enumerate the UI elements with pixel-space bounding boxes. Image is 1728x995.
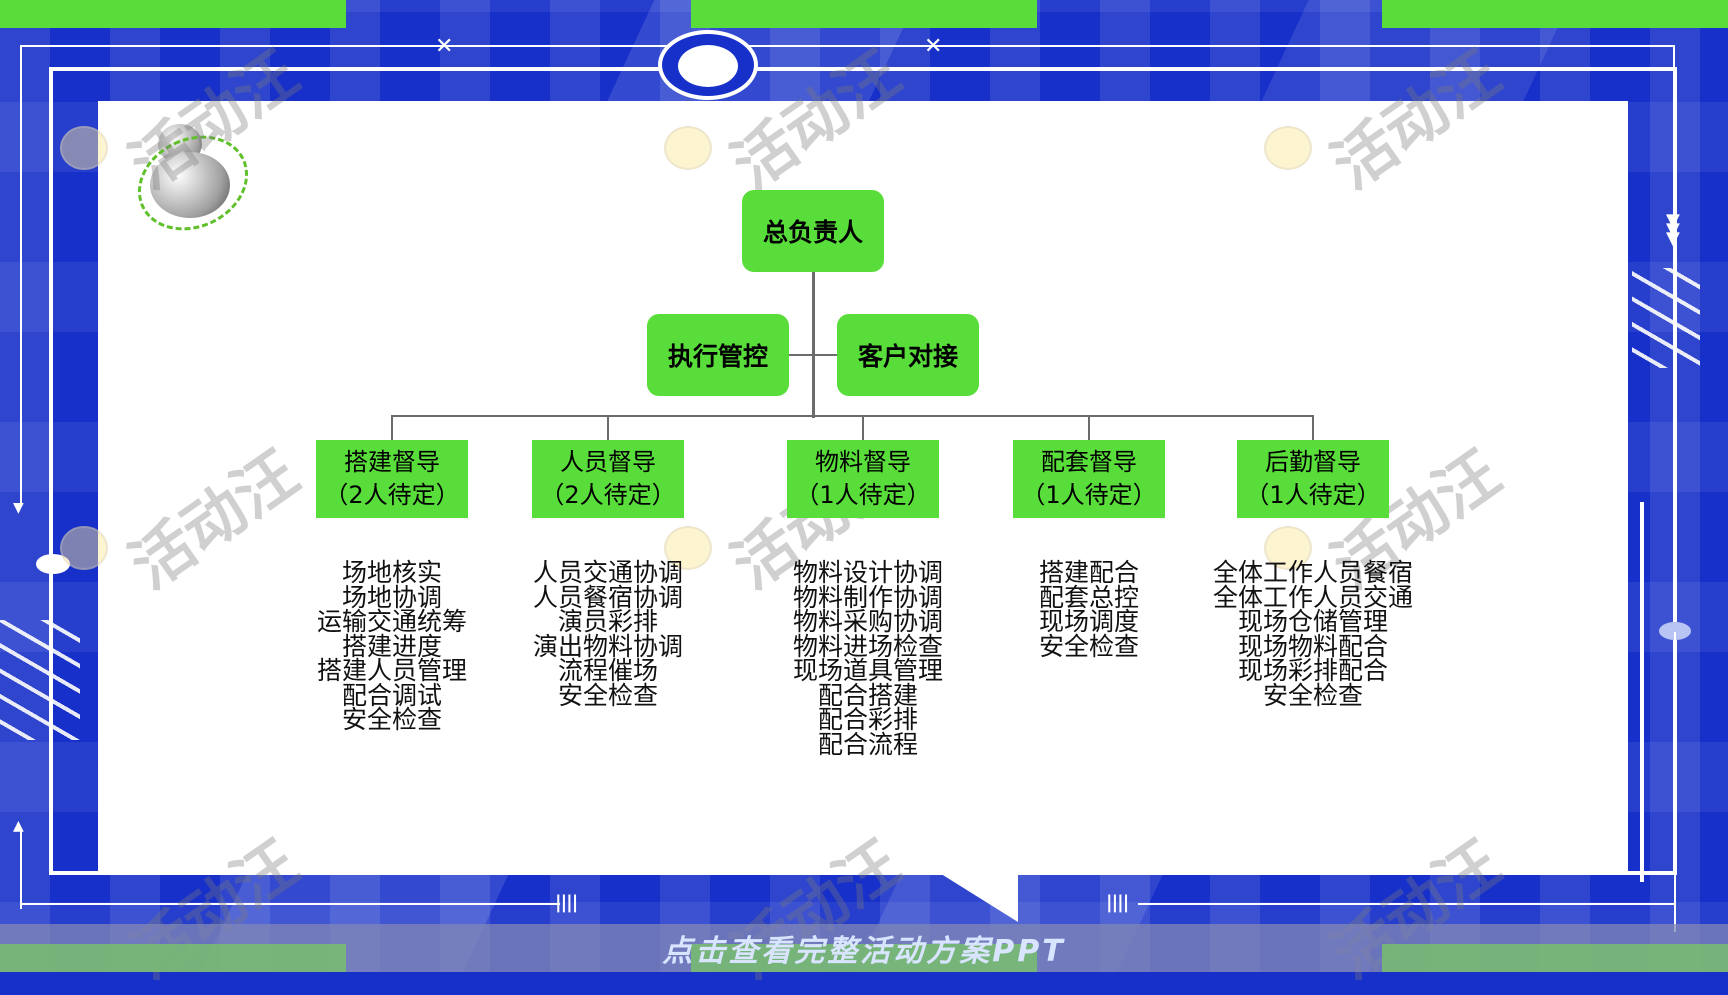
watermark-mascot-icon: [664, 526, 712, 570]
connector-drop: [1088, 415, 1090, 440]
node-title: 搭建督导: [344, 448, 440, 476]
connector-trunk: [812, 272, 815, 418]
duty-item: 场地核实: [341, 558, 442, 587]
connector-assistants: [789, 354, 837, 356]
watermark-mascot-icon: [1264, 526, 1312, 570]
watermark-mascot-icon: [60, 126, 108, 170]
top-green-bar-left: [0, 0, 346, 28]
watermark-mascot-icon: [664, 126, 712, 170]
duty-item: 搭建人员管理: [316, 656, 467, 685]
tick-marks-left: ||||: [555, 892, 578, 913]
outer-frame-bottom-line-left: [20, 903, 560, 905]
node-label: 总负责人: [762, 218, 863, 247]
node-label: 执行管控: [667, 342, 768, 371]
connector-drop: [391, 415, 393, 440]
duty-list-support: 搭建配合 配套总控 现场调度 安全检查: [969, 558, 1209, 661]
rubber-duck-sticker: [122, 118, 264, 248]
top-green-bar-center: [691, 0, 1037, 28]
inner-frame-border: [49, 67, 1677, 875]
outer-frame-left-line: [20, 45, 22, 505]
connector-drop: [607, 415, 609, 440]
node-label: 客户对接: [857, 342, 958, 371]
duty-item: 配合彩排: [817, 705, 918, 734]
duty-item: 演员彩排: [557, 607, 658, 636]
node-logistics-supervisor[interactable]: 后勤督导 （1人待定）: [1237, 440, 1389, 518]
duty-item: 现场道具管理: [792, 656, 943, 685]
duty-list-construction: 场地核实 场地协调 运输交通统筹 搭建进度 搭建人员管理 配合调试 安全检查: [272, 558, 512, 734]
node-title: 人员督导: [560, 448, 656, 476]
node-staff: （1人待定）: [1021, 481, 1157, 509]
node-personnel-supervisor[interactable]: 人员督导 （2人待定）: [532, 440, 684, 518]
connector-drop: [1312, 415, 1314, 440]
duty-list-materials: 物料设计协调 物料制作协调 物料采购协调 物料进场检查 现场道具管理 配合搭建 …: [748, 558, 988, 759]
footer-green-bar-center: [691, 944, 1037, 972]
duty-item: 人员餐宿协调: [532, 582, 683, 612]
node-title: 后勤督导: [1265, 448, 1361, 476]
node-client-liaison[interactable]: 客户对接: [837, 314, 979, 396]
connector-horizontal: [391, 415, 1313, 417]
duty-item: 现场彩排配合: [1237, 656, 1388, 685]
duty-list-logistics: 全体工作人员餐宿 全体工作人员交通 现场仓储管理 现场物料配合 现场彩排配合 安…: [1193, 558, 1433, 710]
duty-item: 配合搭建: [817, 680, 918, 710]
duty-item: 全体工作人员交通: [1212, 582, 1413, 612]
right-inner-vertical-line: [1640, 502, 1644, 882]
ring-ornament: [658, 30, 758, 100]
duty-item: 全体工作人员餐宿: [1212, 558, 1413, 587]
node-staff: （2人待定）: [540, 481, 676, 509]
outer-frame-left-bottom-line: [20, 829, 22, 909]
duty-item: 安全检查: [1038, 631, 1139, 661]
node-staff: （1人待定）: [1245, 481, 1381, 509]
duty-item: 搭建进度: [341, 631, 442, 661]
duty-item: 运输交通统筹: [316, 607, 467, 636]
arrow-up-icon: ▲: [13, 818, 24, 834]
duty-item: 配套总控: [1038, 582, 1139, 612]
connector-drop: [862, 415, 864, 440]
cross-mark-icon: ✕: [435, 34, 454, 59]
duty-item: 场地协调: [341, 582, 442, 612]
duty-item: 配合流程: [817, 729, 918, 759]
node-materials-supervisor[interactable]: 物料督导 （1人待定）: [787, 440, 939, 518]
duty-item: 搭建配合: [1038, 558, 1139, 587]
footer-green-bar-right: [1382, 944, 1728, 972]
left-oval-ornament: [36, 554, 70, 574]
tick-marks-right: ||||: [1106, 892, 1129, 913]
outer-frame-top-line: [20, 45, 1675, 47]
node-construction-supervisor[interactable]: 搭建督导 （2人待定）: [316, 440, 468, 518]
duty-item: 安全检查: [1262, 680, 1363, 710]
duty-item: 安全检查: [557, 680, 658, 710]
cross-mark-icon: ✕: [924, 34, 943, 59]
duty-item: 演出物料协调: [532, 631, 683, 661]
watermark-mascot-icon: [60, 526, 108, 570]
node-root[interactable]: 总负责人: [742, 190, 884, 272]
node-title: 物料督导: [815, 448, 911, 476]
node-support-supervisor[interactable]: 配套督导 （1人待定）: [1013, 440, 1165, 518]
arrow-down-icon: ▼: [13, 500, 24, 516]
left-diagonal-stripes: [0, 620, 80, 740]
duty-item: 配合调试: [341, 680, 442, 710]
node-title: 配套督导: [1041, 448, 1137, 476]
duty-item: 流程催场: [557, 656, 658, 685]
duty-item: 现场仓储管理: [1237, 607, 1388, 636]
duty-item: 物料采购协调: [792, 607, 943, 636]
duty-item: 安全检查: [341, 705, 442, 734]
right-diagonal-stripes: [1632, 268, 1700, 368]
view-full-plan-link[interactable]: 点击查看完整活动方案PPT: [662, 934, 1066, 969]
duty-item: 人员交通协调: [532, 558, 683, 587]
top-green-bar-right: [1382, 0, 1728, 28]
duty-list-personnel: 人员交通协调 人员餐宿协调 演员彩排 演出物料协调 流程催场 安全检查: [488, 558, 728, 710]
watermark-mascot-icon: [1264, 126, 1312, 170]
duty-item: 物料制作协调: [792, 582, 943, 612]
right-vertical-line: [1674, 632, 1676, 932]
duty-item: 现场物料配合: [1237, 631, 1388, 661]
node-staff: （1人待定）: [795, 481, 931, 509]
right-oval-ornament: [1659, 622, 1691, 640]
footer-green-bar-left: [0, 944, 346, 972]
node-execution-control[interactable]: 执行管控: [647, 314, 789, 396]
node-staff: （2人待定）: [324, 481, 460, 509]
duty-item: 物料设计协调: [792, 558, 943, 587]
duty-item: 物料进场检查: [792, 631, 943, 661]
duty-item: 现场调度: [1038, 607, 1139, 636]
outer-frame-bottom-line-right: [1138, 903, 1676, 905]
